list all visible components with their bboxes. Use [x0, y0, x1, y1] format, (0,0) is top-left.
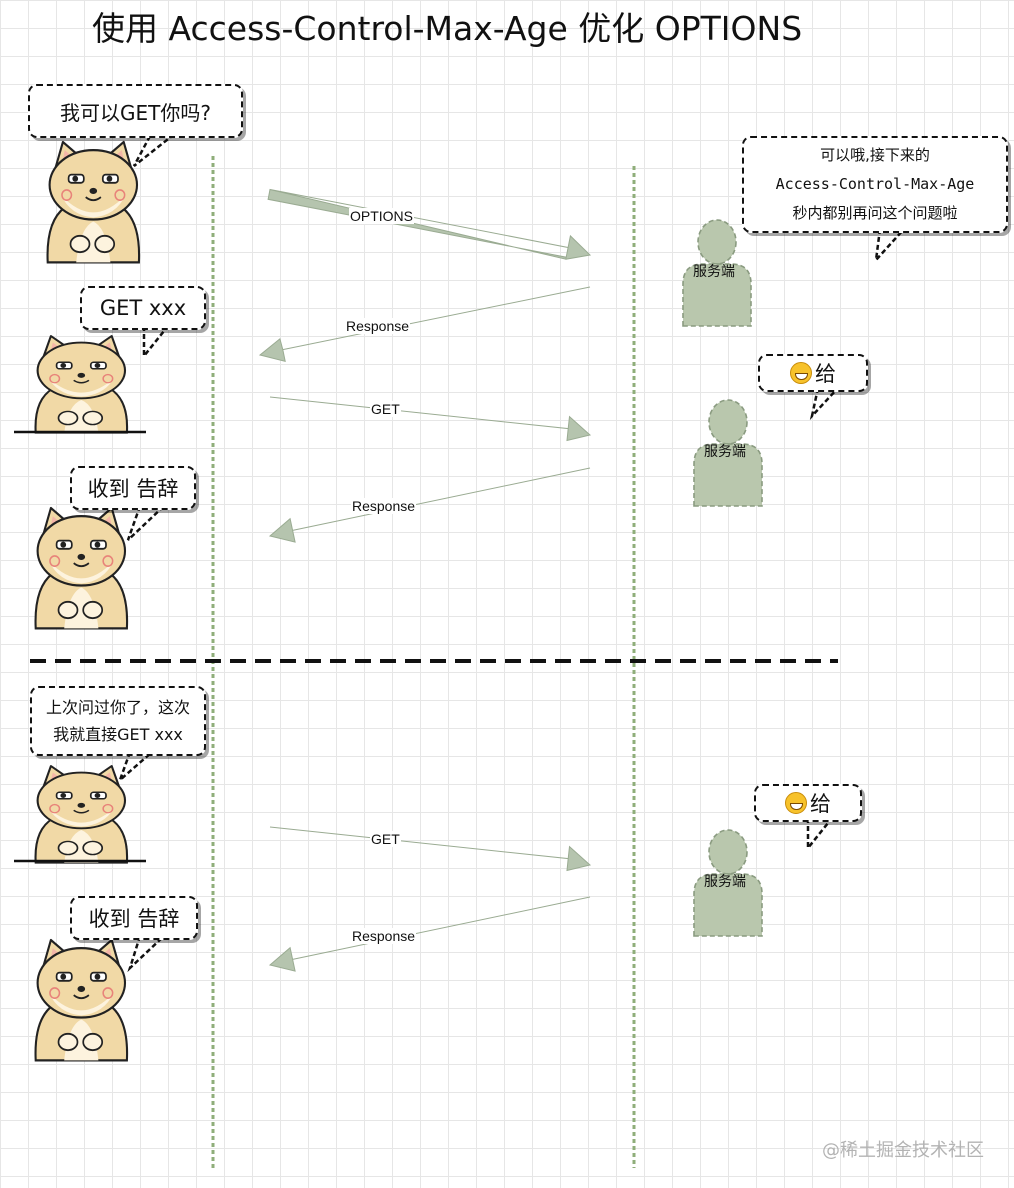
client-bubble-direct-get: 上次问过你了，这次 我就直接GET xxx [30, 686, 206, 756]
bubble-text: 秒内都别再问这个问题啦 [792, 204, 958, 222]
watermark: @稀土掘金技术社区 [822, 1140, 984, 1161]
grinning-face-icon [790, 362, 812, 384]
response-arrow-3 [268, 896, 591, 972]
bubble-text-header: Access-Control-Max-Age [775, 175, 975, 193]
diagram-title: 使用 Access-Control-Max-Age 优化 OPTIONS [92, 9, 803, 48]
server-bubble-max-age: 可以哦,接下来的 Access-Control-Max-Age 秒内都别再问这个… [742, 136, 1008, 233]
server-bubble-give-2: 给 [754, 784, 862, 822]
shiba-dog-icon [34, 334, 129, 434]
response-arrow-2 [268, 467, 591, 543]
bubble-tail [809, 387, 839, 421]
client-bubble-get-xxx: GET xxx [80, 286, 206, 330]
bubble-text: 我就直接GET xxx [53, 725, 183, 744]
bubble-text: GET xxx [99, 296, 187, 320]
arrow-label-response: Response [351, 928, 417, 944]
options-request-arrow [267, 188, 592, 260]
bubble-text: 可以哦,接下来的 [820, 146, 930, 164]
bubble-text: 我可以GET你吗? [60, 100, 211, 125]
bubble-text: 收到 告辞 [88, 907, 180, 931]
get-request-arrow-1 [269, 396, 592, 442]
arrow-label-get: GET [370, 401, 401, 417]
bubble-tail [806, 817, 833, 852]
bubble-tail [127, 935, 165, 973]
bubble-text: 给 [810, 792, 831, 816]
server-label: 服务端 [704, 874, 746, 890]
bubble-text: 上次问过你了，这次 [45, 698, 190, 717]
arrow-label-response: Response [351, 498, 417, 514]
shiba-dog-icon [34, 938, 129, 1062]
shiba-dog-icon [34, 764, 129, 864]
bubble-tail [132, 135, 173, 167]
arrow-label-get: GET [370, 831, 401, 847]
client-bubble-received: 收到 告辞 [70, 466, 196, 510]
response-arrow-1 [258, 286, 591, 362]
server-bubble-give-1: 给 [758, 354, 868, 392]
bubble-tail [142, 325, 169, 360]
bubble-tail [874, 228, 905, 264]
server-label: 服务端 [693, 264, 735, 280]
bubble-tail [117, 751, 153, 785]
client-bubble-received-2: 收到 告辞 [70, 896, 198, 940]
bubble-text: 收到 告辞 [87, 477, 179, 501]
grinning-face-icon [785, 792, 807, 814]
arrow-label-options: OPTIONS [349, 208, 415, 224]
get-request-arrow-2 [269, 826, 592, 872]
arrow-label-response: Response [345, 318, 411, 334]
bubble-text: 给 [815, 362, 836, 386]
shiba-dog-icon [46, 140, 141, 264]
server-label: 服务端 [704, 444, 746, 460]
client-bubble-ask-get: 我可以GET你吗? [28, 84, 243, 138]
bubble-tail [126, 505, 165, 541]
shiba-dog-icon [34, 506, 129, 630]
